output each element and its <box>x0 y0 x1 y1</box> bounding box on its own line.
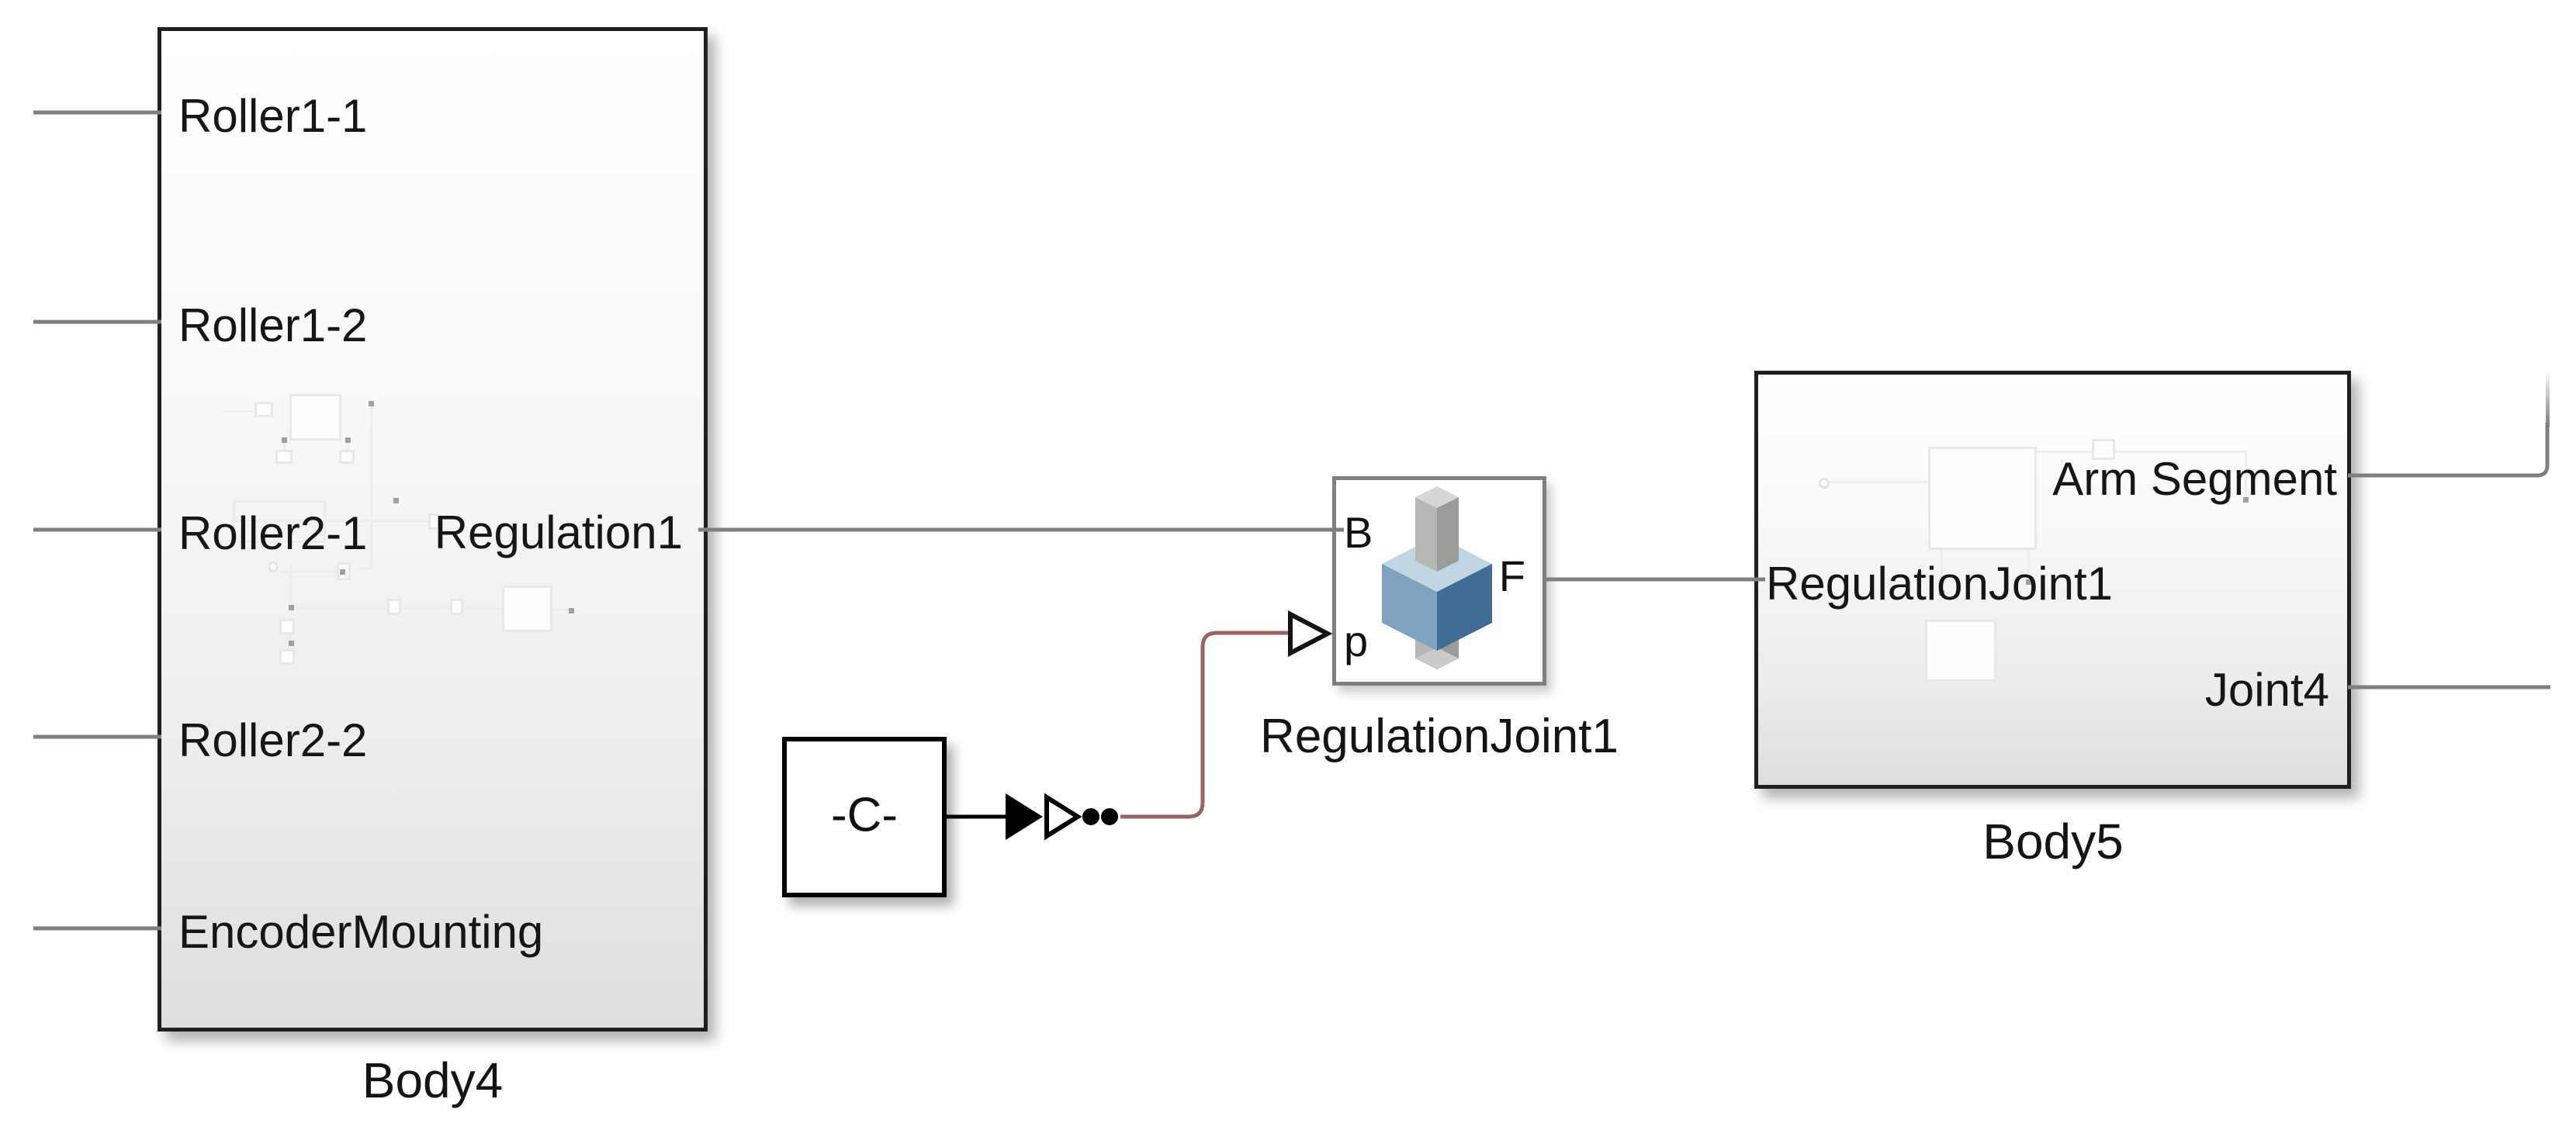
body4-name-label[interactable]: Body4 <box>362 1052 504 1108</box>
body4-inport-label-roller2-2: Roller2-2 <box>178 714 368 766</box>
physical-port-arrow-icon[interactable] <box>1288 610 1333 657</box>
body5-name-label[interactable]: Body5 <box>1982 814 2124 869</box>
body5-inport-label-regulationjoint1: RegulationJoint1 <box>1766 558 2113 610</box>
physical-connection-dot-icon <box>1082 808 1099 825</box>
joint-port-label-follower: F <box>1498 551 1525 600</box>
joint-port-label-signal: p <box>1344 617 1369 665</box>
body4-inport-label-roller2-1: Roller2-1 <box>178 507 368 559</box>
body4-inport-label-roller1-2: Roller1-2 <box>178 299 368 351</box>
signal-conversion-filled-triangle-icon <box>1006 793 1043 840</box>
constant-block[interactable]: -C- <box>782 737 947 897</box>
body4-inport-label-encodermounting: EncoderMounting <box>178 906 544 958</box>
body5-outport-label-arm-segment: Arm Segment <box>2052 453 2337 505</box>
revolute-joint-3d-icon <box>1382 486 1492 672</box>
joint-port-label-base: B <box>1344 508 1373 557</box>
signal-conversion-hollow-triangle-icon <box>1044 793 1082 841</box>
wire-arm-segment[interactable] <box>2348 423 2550 478</box>
body5-outport-label-joint4: Joint4 <box>2204 664 2329 716</box>
wire-arm-segment-fade <box>2546 363 2550 427</box>
physical-connection-dot-icon <box>1101 808 1118 825</box>
body4-inport-label-roller1-1: Roller1-1 <box>178 90 368 142</box>
constant-value-label: -C- <box>830 788 898 842</box>
body4-outport-label-regulation1: Regulation1 <box>434 506 683 558</box>
wire-physical-to-p-port[interactable] <box>1120 631 1288 819</box>
regulation-joint-name-label[interactable]: RegulationJoint1 <box>1260 710 1619 763</box>
